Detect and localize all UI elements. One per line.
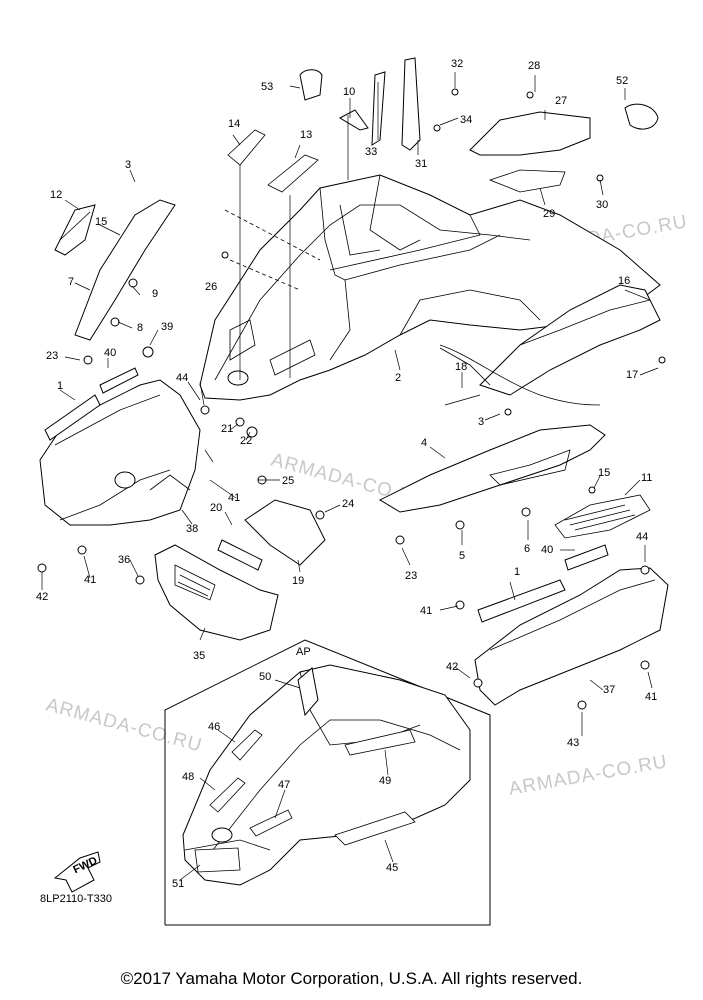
- callout-labels: 1 1 2 3 3 4 5 6 7 8 9 10 11 12 13 14 15 …: [36, 58, 657, 890]
- cables: [439, 344, 601, 406]
- callout: 44: [176, 372, 188, 384]
- right-upper-parts: [469, 103, 659, 193]
- callout: 30: [596, 199, 608, 211]
- callout: 35: [193, 650, 205, 662]
- callout: 15: [598, 467, 610, 479]
- callout: 6: [524, 543, 530, 555]
- callout: 39: [161, 321, 173, 333]
- callout: 49: [379, 775, 391, 787]
- callout: 38: [186, 523, 198, 535]
- callout: 26: [205, 281, 217, 293]
- callout: 2: [395, 372, 401, 384]
- callout: 46: [208, 721, 220, 733]
- callout: 3: [125, 159, 131, 171]
- side-panel-16: [479, 284, 661, 396]
- right-lower-cover-4: [378, 424, 606, 513]
- callout: 13: [300, 129, 312, 141]
- callout: 18: [455, 361, 467, 373]
- callout: 19: [292, 575, 304, 587]
- callout: 41: [645, 691, 657, 703]
- callout: 41: [420, 605, 432, 617]
- callout: 47: [278, 779, 290, 791]
- callout: 40: [541, 544, 553, 556]
- diagram-code: 8LP2110-T330: [40, 893, 112, 905]
- callout: 22: [240, 435, 252, 447]
- callout: 34: [460, 114, 472, 126]
- callout: 23: [46, 350, 58, 362]
- callout: 25: [282, 475, 294, 487]
- callout: 43: [567, 737, 579, 749]
- callout: 28: [528, 60, 540, 72]
- callout: 4: [421, 437, 427, 449]
- grille-11: [554, 494, 651, 539]
- callout: 33: [365, 146, 377, 158]
- fwd-arrow-icon: FWD: [53, 851, 101, 893]
- callout: 51: [172, 878, 184, 890]
- callout: 29: [543, 208, 555, 220]
- callout: 37: [603, 684, 615, 696]
- callout: 7: [68, 276, 74, 288]
- inset-label: AP: [296, 646, 311, 658]
- inset-leaders: [179, 679, 394, 881]
- front-lower-35: [154, 544, 279, 641]
- callout: 53: [261, 81, 273, 93]
- callout: 45: [386, 862, 398, 874]
- callout: 15: [95, 216, 107, 228]
- right-bottom-cover-37: [474, 544, 669, 706]
- callout: 21: [221, 423, 233, 435]
- callout: 41: [84, 574, 96, 586]
- callout: 12: [50, 189, 62, 201]
- callout: 14: [228, 118, 240, 130]
- callout: 23: [405, 570, 417, 582]
- callout: 41: [228, 492, 240, 504]
- callout: 5: [459, 550, 465, 562]
- callout: 50: [259, 671, 271, 683]
- callout: 20: [210, 502, 222, 514]
- callout: 9: [152, 288, 158, 300]
- grilles-13-14: [227, 129, 319, 193]
- front-hood: [199, 174, 661, 401]
- callout: 10: [343, 86, 355, 98]
- fasteners: [37, 88, 666, 710]
- leader-lines: [41, 72, 659, 736]
- copyright-notice: ©2017 Yamaha Motor Corporation, U.S.A. A…: [120, 969, 583, 988]
- top-parts: [299, 57, 421, 151]
- callout: 1: [57, 380, 63, 392]
- callout: 24: [342, 498, 354, 510]
- watermark: ARMADA-CO.RU: [507, 751, 669, 800]
- callout: 3: [478, 416, 484, 428]
- inset-ap: [164, 639, 491, 926]
- callout: 1: [514, 566, 520, 578]
- callout: 36: [118, 554, 130, 566]
- callout: 17: [626, 369, 638, 381]
- left-lower-cover: [39, 367, 201, 526]
- callout: 48: [182, 771, 194, 783]
- callout: 11: [641, 472, 652, 484]
- callout: 32: [451, 58, 463, 70]
- callout: 40: [104, 347, 116, 359]
- callout: 42: [446, 661, 458, 673]
- callout: 31: [415, 158, 427, 170]
- callout: 52: [616, 75, 628, 87]
- watermark: ARMADA-CO.RU: [44, 695, 205, 757]
- callout: 16: [618, 275, 630, 287]
- left-rail: [54, 199, 176, 341]
- callout: 44: [636, 531, 648, 543]
- callout: 8: [137, 322, 143, 334]
- callout: 42: [36, 591, 48, 603]
- callout: 27: [555, 95, 567, 107]
- bracket-19: [217, 499, 326, 571]
